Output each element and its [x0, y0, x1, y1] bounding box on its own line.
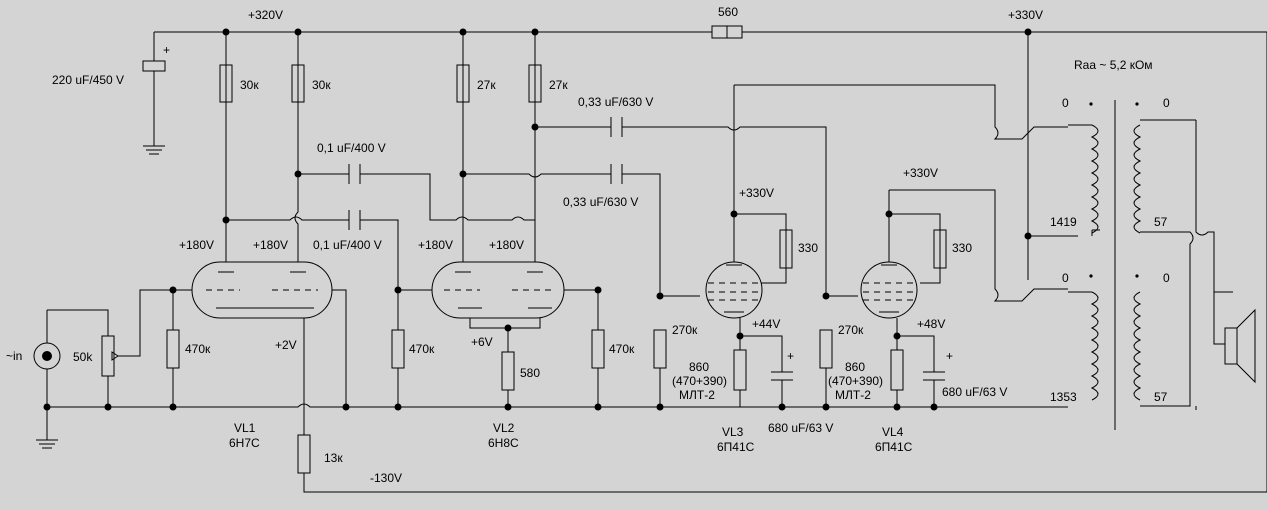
cap-680-b-plus: + — [946, 349, 953, 363]
voltage-48: +48V — [917, 317, 945, 331]
tube-vl1-name: VL1 — [234, 421, 256, 435]
output-transformer — [1089, 100, 1142, 430]
voltage-44: +44V — [752, 317, 780, 331]
resistor-860-b — [890, 349, 904, 391]
tube-vl3 — [705, 261, 763, 319]
resistor-13k-label: 13к — [324, 451, 343, 465]
cap-680-b-label: 680 uF/63 V — [942, 385, 1007, 399]
resistor-27k-a-label: 27к — [477, 78, 496, 92]
transformer-s-top-zero: 0 — [1163, 96, 1170, 110]
cap-680-a-label: 680 uF/63 V — [768, 421, 833, 435]
voltage-2: +2V — [275, 338, 297, 352]
junctions — [43, 28, 1032, 411]
resistor-580 — [501, 351, 515, 391]
transformer-p-bot-zero: 0 — [1062, 271, 1069, 285]
resistor-30k-a-label: 30к — [240, 78, 259, 92]
cap-main-symbol — [142, 60, 166, 72]
rail-330v-label-vl4: +330V — [903, 166, 938, 180]
rail-320v-label: +320V — [248, 8, 283, 22]
resistor-470k-c — [591, 329, 605, 369]
labels: +320V +330V +330V +330V -130V 220 uF/450… — [6, 5, 1170, 485]
transformer-p-top-zero: 0 — [1062, 96, 1069, 110]
resistor-270k-a — [653, 329, 667, 369]
resistor-470k-b-label: 470к — [409, 342, 435, 356]
resistor-470k-c-label: 470к — [609, 342, 635, 356]
tube-vl2 — [431, 261, 565, 319]
resistor-330-a-label: 330 — [798, 241, 818, 255]
tube-vl4-type: 6П41С — [875, 440, 913, 454]
resistor-860-a-label: 860 — [689, 360, 709, 374]
transformer-p-top-turns: 1419 — [1050, 215, 1077, 229]
cap-01-b-label: 0,1 uF/400 V — [313, 238, 382, 252]
resistor-13k — [297, 434, 311, 474]
cap-033-b-label: 0,33 uF/630 V — [563, 195, 638, 209]
cap-main-label: 220 uF/450 V — [52, 73, 124, 87]
resistor-560-label: 560 — [718, 5, 738, 19]
resistor-330-b-label: 330 — [952, 241, 972, 255]
rail-330v-label-top: +330V — [1008, 8, 1043, 22]
tube-vl3-name: VL3 — [722, 425, 744, 439]
transformer-s-bot-turns: 57 — [1154, 390, 1168, 404]
resistor-580-label: 580 — [520, 366, 540, 380]
resistor-270k-b-label: 270к — [838, 323, 864, 337]
input-label: ~in — [6, 349, 22, 363]
components — [33, 25, 1256, 474]
potentiometer-label: 50k — [73, 350, 93, 364]
tube-vl4-name: VL4 — [882, 425, 904, 439]
transformer-p-bot-turns: 1353 — [1050, 390, 1077, 404]
cap-main-plus: + — [163, 43, 170, 57]
resistor-860-b-sub: (470+390) — [828, 374, 883, 388]
tube-vl3-type: 6П41С — [717, 440, 755, 454]
rail-330v-label-vl3: +330V — [739, 186, 774, 200]
resistor-860-b-type: МЛТ-2 — [835, 388, 871, 402]
resistor-27k-b-label: 27к — [549, 78, 568, 92]
voltage-180-1: +180V — [179, 238, 214, 252]
cap-01-a-label: 0,1 uF/400 V — [317, 141, 386, 155]
tube-vl1 — [191, 261, 333, 319]
speaker — [1224, 308, 1256, 384]
cap-680-a-plus: + — [787, 349, 794, 363]
resistor-470k-b — [391, 329, 405, 369]
voltage-180-2: +180V — [253, 238, 288, 252]
transformer-s-top-turns: 57 — [1154, 215, 1168, 229]
tube-vl4 — [860, 261, 918, 319]
resistor-860-a — [733, 349, 747, 391]
transformer-raa: Raa ~ 5,2 кОм — [1074, 58, 1153, 72]
transformer-s-bot-zero: 0 — [1163, 271, 1170, 285]
voltage-180-4: +180V — [489, 238, 524, 252]
resistor-30k-b-label: 30к — [312, 78, 331, 92]
cap-033-a-label: 0,33 uF/630 V — [578, 95, 653, 109]
resistor-860-a-sub: (470+390) — [672, 374, 727, 388]
resistor-860-a-type: МЛТ-2 — [679, 388, 715, 402]
resistor-470k-a — [166, 329, 180, 369]
resistor-470k-a-label: 470к — [185, 342, 211, 356]
tube-vl2-type: 6Н8С — [488, 436, 519, 450]
resistor-860-b-label: 860 — [845, 360, 865, 374]
rail-neg130v-label: -130V — [370, 471, 402, 485]
voltage-6: +6V — [471, 335, 493, 349]
voltage-180-3: +180V — [418, 238, 453, 252]
resistor-270k-a-label: 270к — [672, 323, 698, 337]
tube-vl1-type: 6Н7С — [229, 436, 260, 450]
potentiometer-50k — [101, 335, 115, 377]
resistor-270k-b — [819, 329, 833, 369]
tube-vl2-name: VL2 — [493, 421, 515, 435]
